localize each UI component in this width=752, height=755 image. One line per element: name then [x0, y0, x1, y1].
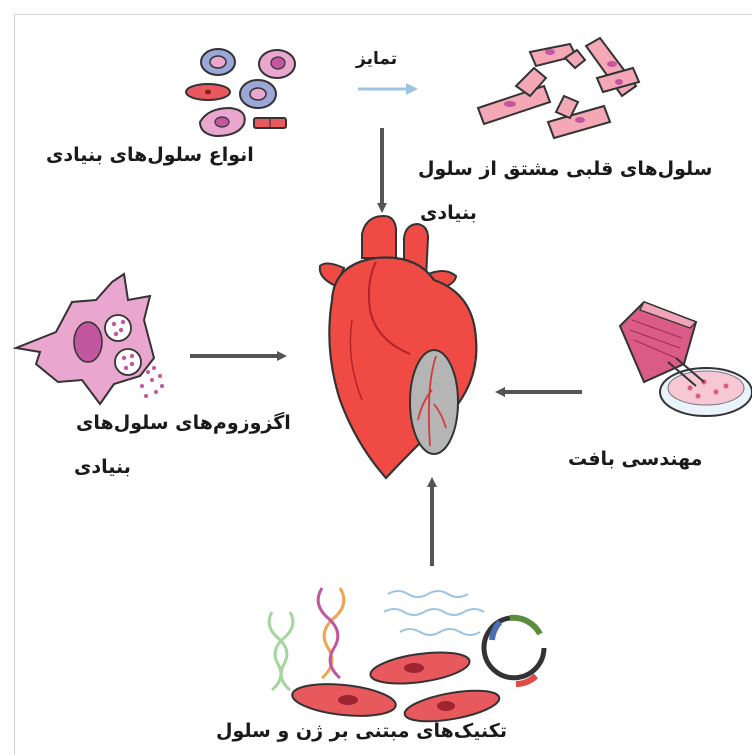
- exosome-cell-illustration: [16, 274, 164, 404]
- gene-techniques-illustration: [269, 588, 544, 727]
- label-cardiomyocytes-line1: سلول‌های قلبی مشتق از سلول: [418, 154, 712, 184]
- label-gene-cell-techniques: تکنیک‌های مبتنی بر ژن و سلول: [216, 716, 507, 746]
- heart-illustration: [320, 216, 477, 478]
- label-exosomes-line2: بنیادی: [74, 452, 131, 482]
- label-stem-cell-types: انواع سلول‌های بنیادی: [46, 140, 254, 170]
- label-differentiation: تمایز: [356, 44, 397, 74]
- cardiomyocytes-illustration: [478, 38, 639, 138]
- stem-cell-types-illustration: [186, 49, 295, 136]
- tissue-engineering-illustration: [620, 302, 752, 416]
- label-exosomes-line1: اگزوزوم‌های سلول‌های: [76, 408, 291, 438]
- label-cardiomyocytes-line2: بنیادی: [420, 198, 477, 228]
- label-tissue-engineering: مهندسی بافت: [568, 444, 702, 474]
- differentiation-arrow: [358, 83, 418, 95]
